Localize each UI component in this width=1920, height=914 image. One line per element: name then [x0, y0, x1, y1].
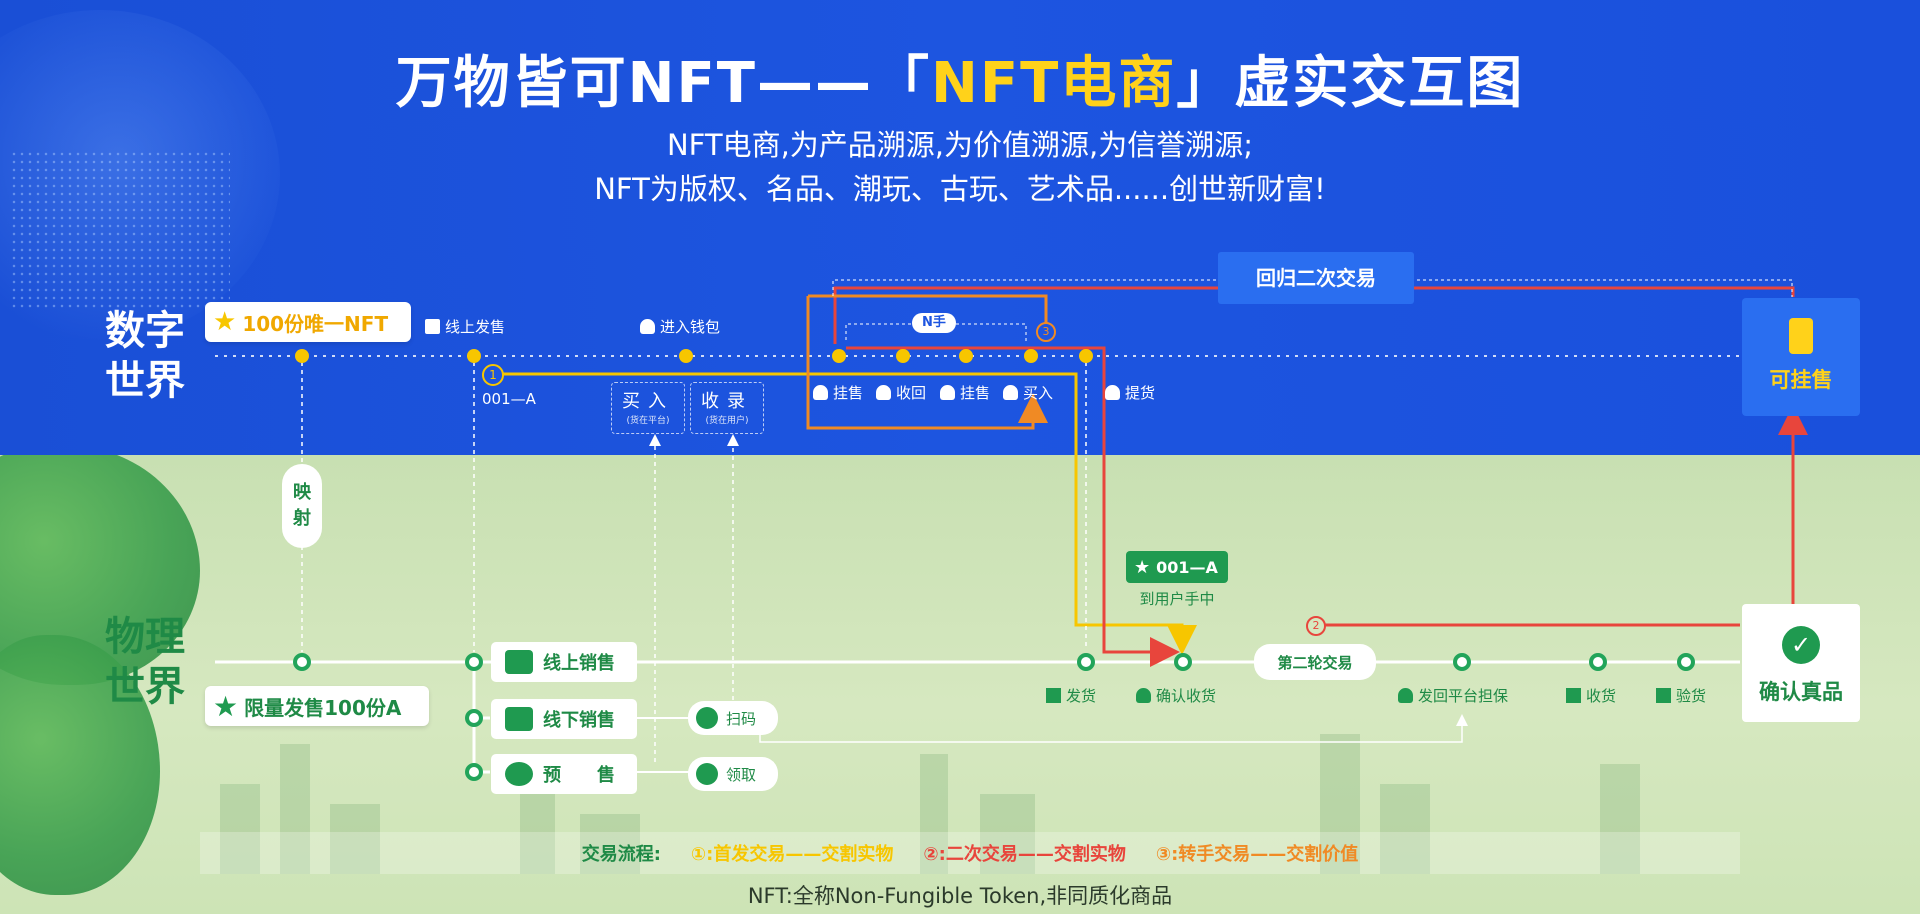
timeline-node [467, 349, 481, 363]
buy-label: 买入 [1003, 382, 1053, 403]
monitor-icon [1656, 688, 1671, 703]
confirm-genuine-card: ✓ 确认真品 [1742, 604, 1860, 722]
timeline-node [465, 709, 483, 727]
user-icon [640, 319, 655, 334]
digital-world-panel [0, 0, 1920, 455]
timeline-node [1589, 653, 1607, 671]
claim-pill: 领取 [688, 757, 778, 791]
timeline-node [1174, 653, 1192, 671]
user-icon [1003, 385, 1018, 400]
timeline-node [1079, 349, 1093, 363]
nft-badge: ★ 100份唯一NFT [205, 302, 411, 342]
timeline-node [295, 349, 309, 363]
user-icon [940, 385, 955, 400]
monitor-icon [425, 319, 440, 334]
binary-pattern-decoration [10, 150, 230, 310]
mapping-label: 映射 [282, 464, 322, 548]
inspect-label: 验货 [1656, 685, 1706, 706]
legend-label: 交易流程: [581, 844, 661, 865]
online-sales-card: 线上销售 [491, 642, 637, 682]
physical-world-label: 物理世界 [105, 614, 185, 710]
subtitle-line-2: NFT为版权、名品、潮玩、古玩、艺术品......创世新财富! [594, 172, 1326, 206]
user-icon [1136, 688, 1151, 703]
user-token-badge: ★ 001—A [1126, 551, 1228, 583]
legend-item-2: ②:二次交易——交割实物 [923, 844, 1126, 865]
timeline-node [1453, 653, 1471, 671]
timeline-node [832, 349, 846, 363]
second-round-pill: 第二轮交易 [1254, 644, 1376, 680]
star-icon: ★ [213, 689, 239, 723]
user-token-caption: 到用户手中 [1139, 590, 1215, 608]
star-icon: ★ [213, 307, 237, 337]
pickup-label: 提货 [1105, 382, 1155, 403]
legend-item-3: ③:转手交易——交割价值 [1155, 844, 1359, 865]
footer-note: NFT:全称Non-Fungible Token,非同质化商品 [747, 884, 1173, 908]
wallet-label: 进入钱包 [640, 316, 720, 337]
timeline-node [465, 763, 483, 781]
user-icon [1105, 385, 1120, 400]
list-label: 挂售 [813, 382, 863, 403]
step-3-marker: 3 [1036, 322, 1056, 342]
physical-world-panel [0, 455, 1920, 914]
city-skyline-decoration [220, 724, 1720, 874]
collect-box: 收录(货在用户) [690, 382, 764, 434]
listable-card: 可挂售 [1742, 298, 1860, 416]
receive-label: 收货 [1566, 685, 1616, 706]
presale-card: 预 售 [491, 754, 637, 794]
return-trade-banner: 回归二次交易 [1218, 252, 1414, 304]
online-release-label: 线上发售 [425, 316, 505, 337]
send-back-label: 发回平台担保 [1398, 685, 1508, 706]
monitor-icon [1046, 688, 1061, 703]
globe-decoration [0, 10, 280, 340]
buy-box: 买入(货在平台) [611, 382, 685, 434]
step-1-marker: 1 [482, 364, 504, 386]
list-label: 挂售 [940, 382, 990, 403]
timeline-node [959, 349, 973, 363]
timeline-node [679, 349, 693, 363]
timeline-node [1024, 349, 1038, 363]
timeline-node [1077, 653, 1095, 671]
monitor-icon [505, 650, 533, 674]
store-icon [505, 707, 533, 731]
digital-world-label: 数字世界 [105, 308, 185, 404]
process-legend: 交易流程: ①:首发交易——交割实物 ②:二次交易——交割实物 ③:转手交易——… [200, 832, 1740, 874]
n-hand-pill: N手 [912, 313, 956, 333]
token-id-label: 001—A [482, 390, 536, 408]
subtitle-line-1: NFT电商,为产品溯源,为价值溯源,为信誉溯源; [666, 128, 1253, 162]
timeline-node [1677, 653, 1695, 671]
user-icon [876, 385, 891, 400]
title-highlight: NFT电商 [931, 51, 1177, 116]
recall-label: 收回 [876, 382, 926, 403]
timeline-node [293, 653, 311, 671]
user-icon [696, 707, 718, 729]
star-icon: ★ [1134, 556, 1151, 578]
confirm-receipt-label: 确认收货 [1136, 685, 1216, 706]
limited-release-badge: ★ 限量发售100份A [205, 686, 429, 726]
checkmark-icon: ✓ [1782, 626, 1820, 664]
timeline-node [896, 349, 910, 363]
timeline-node [465, 653, 483, 671]
ship-label: 发货 [1046, 685, 1096, 706]
step-2-marker: 2 [1306, 616, 1326, 636]
legend-item-1: ①:首发交易——交割实物 [690, 844, 894, 865]
page-title: 万物皆可NFT——「NFT电商」虚实交互图 [395, 51, 1525, 116]
phone-icon [1789, 318, 1813, 354]
user-icon [696, 763, 718, 785]
monitor-icon [1566, 688, 1581, 703]
clock-icon [505, 762, 533, 786]
user-icon [813, 385, 828, 400]
scan-pill: 扫码 [688, 701, 778, 735]
user-icon [1398, 688, 1413, 703]
offline-sales-card: 线下销售 [491, 699, 637, 739]
